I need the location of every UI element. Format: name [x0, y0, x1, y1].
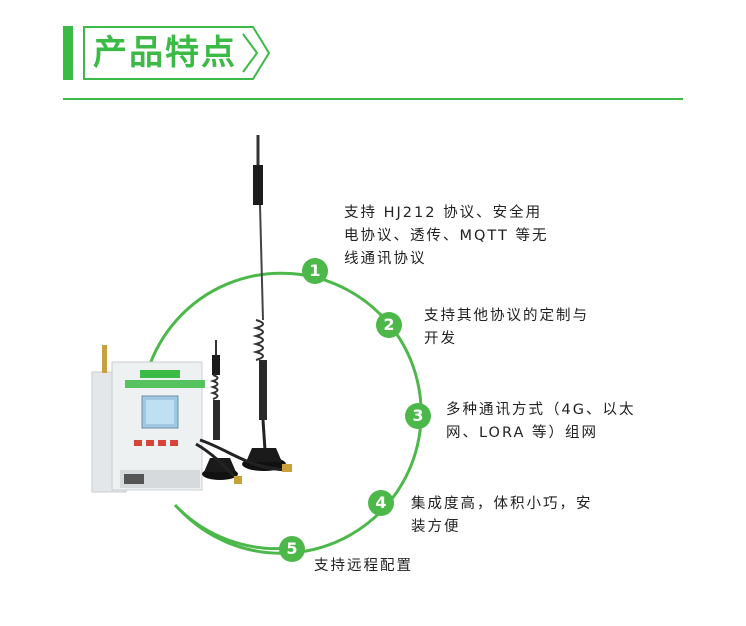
feature-1-line-3: 线通讯协议 — [344, 251, 427, 267]
feature-badge-4: 4 — [368, 490, 394, 516]
tall-antenna — [242, 135, 286, 471]
feature-text-1: 支持 HJ212 协议、安全用 电协议、透传、MQTT 等无 线通讯协议 — [344, 202, 549, 271]
page-title: 产品特点 — [93, 33, 237, 73]
feature-text-4: 集成度高，体积小巧，安 装方便 — [411, 493, 593, 539]
feature-badge-1: 1 — [302, 258, 328, 284]
feature-text-2: 支持其他协议的定制与 开发 — [424, 305, 589, 351]
feature-4-line-1: 集成度高，体积小巧，安 — [411, 496, 593, 512]
feature-5-line-1: 支持远程配置 — [314, 558, 413, 574]
feature-1-line-2: 电协议、透传、MQTT 等无 — [344, 228, 549, 244]
feature-badge-2: 2 — [376, 312, 402, 338]
feature-3-line-1: 多种通讯方式（4G、以太 — [446, 402, 636, 418]
feature-text-3: 多种通讯方式（4G、以太 网、LORA 等）组网 — [446, 399, 635, 445]
header-divider — [63, 98, 683, 100]
header-title-frame — [83, 26, 271, 80]
short-antenna — [202, 340, 238, 480]
header-accent-bar — [63, 26, 73, 80]
meter-device — [91, 345, 205, 493]
feature-1-line-1: 支持 HJ212 协议、安全用 — [344, 205, 543, 221]
feature-text-5: 支持远程配置 — [314, 555, 413, 578]
feature-3-line-2: 网、LORA 等）组网 — [446, 425, 598, 441]
feature-2-line-1: 支持其他协议的定制与 — [424, 308, 589, 324]
feature-2-line-2: 开发 — [424, 331, 457, 347]
feature-badge-5: 5 — [279, 536, 305, 562]
feature-4-line-2: 装方便 — [411, 519, 461, 535]
feature-ring-arc-bottom — [173, 503, 291, 551]
feature-badge-3: 3 — [405, 403, 431, 429]
